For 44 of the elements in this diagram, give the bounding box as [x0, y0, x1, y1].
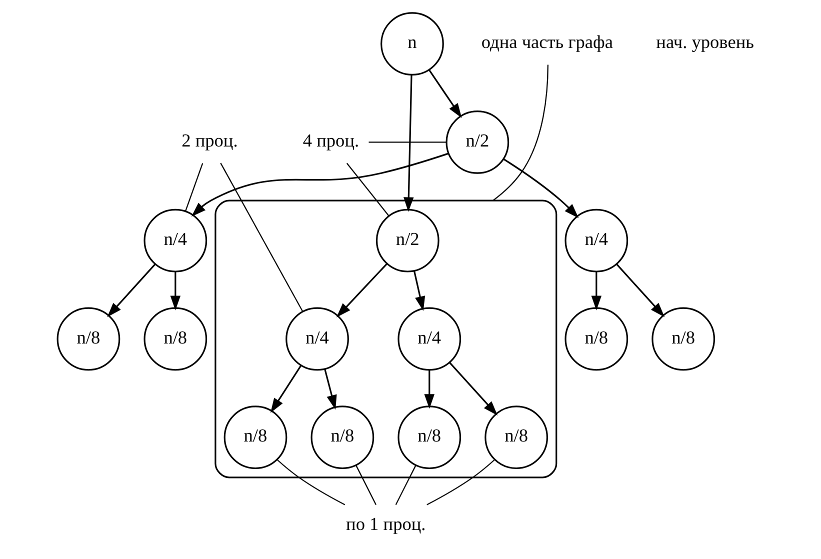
arrow: [414, 270, 426, 312]
node-text: по 1 проц.: [346, 514, 426, 534]
arrow: [616, 264, 665, 318]
arrow: [336, 263, 388, 318]
node-circle: n/8: [652, 307, 716, 371]
node-circle: n/4: [144, 208, 208, 272]
node-circle: n/8: [310, 406, 374, 470]
cluster: [214, 200, 558, 478]
node-circle: n/8: [56, 307, 120, 371]
connector: [184, 163, 204, 212]
node-circle: n/8: [564, 307, 628, 371]
node-text: 2 проц.: [182, 130, 238, 151]
connector: [426, 459, 495, 506]
connector: [276, 459, 346, 506]
arrow: [503, 158, 579, 218]
arrow: [428, 70, 462, 118]
arrow: [107, 264, 156, 318]
label: нач. уровень: [656, 32, 754, 52]
node-circle: n/8: [224, 406, 288, 470]
connector: [355, 464, 376, 505]
node-circle: n/2: [376, 208, 440, 272]
arrow: [404, 74, 414, 212]
arrow: [324, 368, 337, 410]
arrow: [170, 272, 181, 310]
connector: [492, 64, 548, 202]
node-circle: n/8: [398, 406, 462, 470]
node-circle: n/2: [446, 110, 510, 174]
node-circle: n/4: [286, 307, 349, 371]
arrow: [448, 362, 498, 416]
connector: [368, 142, 446, 143]
arrow: [270, 364, 302, 413]
connector: [395, 464, 416, 505]
node-text: одна часть графа: [481, 32, 613, 52]
node-circle: n: [380, 12, 444, 76]
connector: [220, 162, 304, 312]
arrow: [191, 152, 449, 217]
arrow: [424, 370, 434, 409]
node-text: 4 проц.: [302, 130, 360, 151]
arrow: [591, 272, 602, 310]
node-circle: n/8: [144, 307, 208, 371]
node-circle: n/4: [398, 307, 462, 371]
connector: [346, 162, 390, 216]
node-circle: n/4: [564, 208, 628, 272]
node-circle: n/8: [484, 406, 548, 470]
